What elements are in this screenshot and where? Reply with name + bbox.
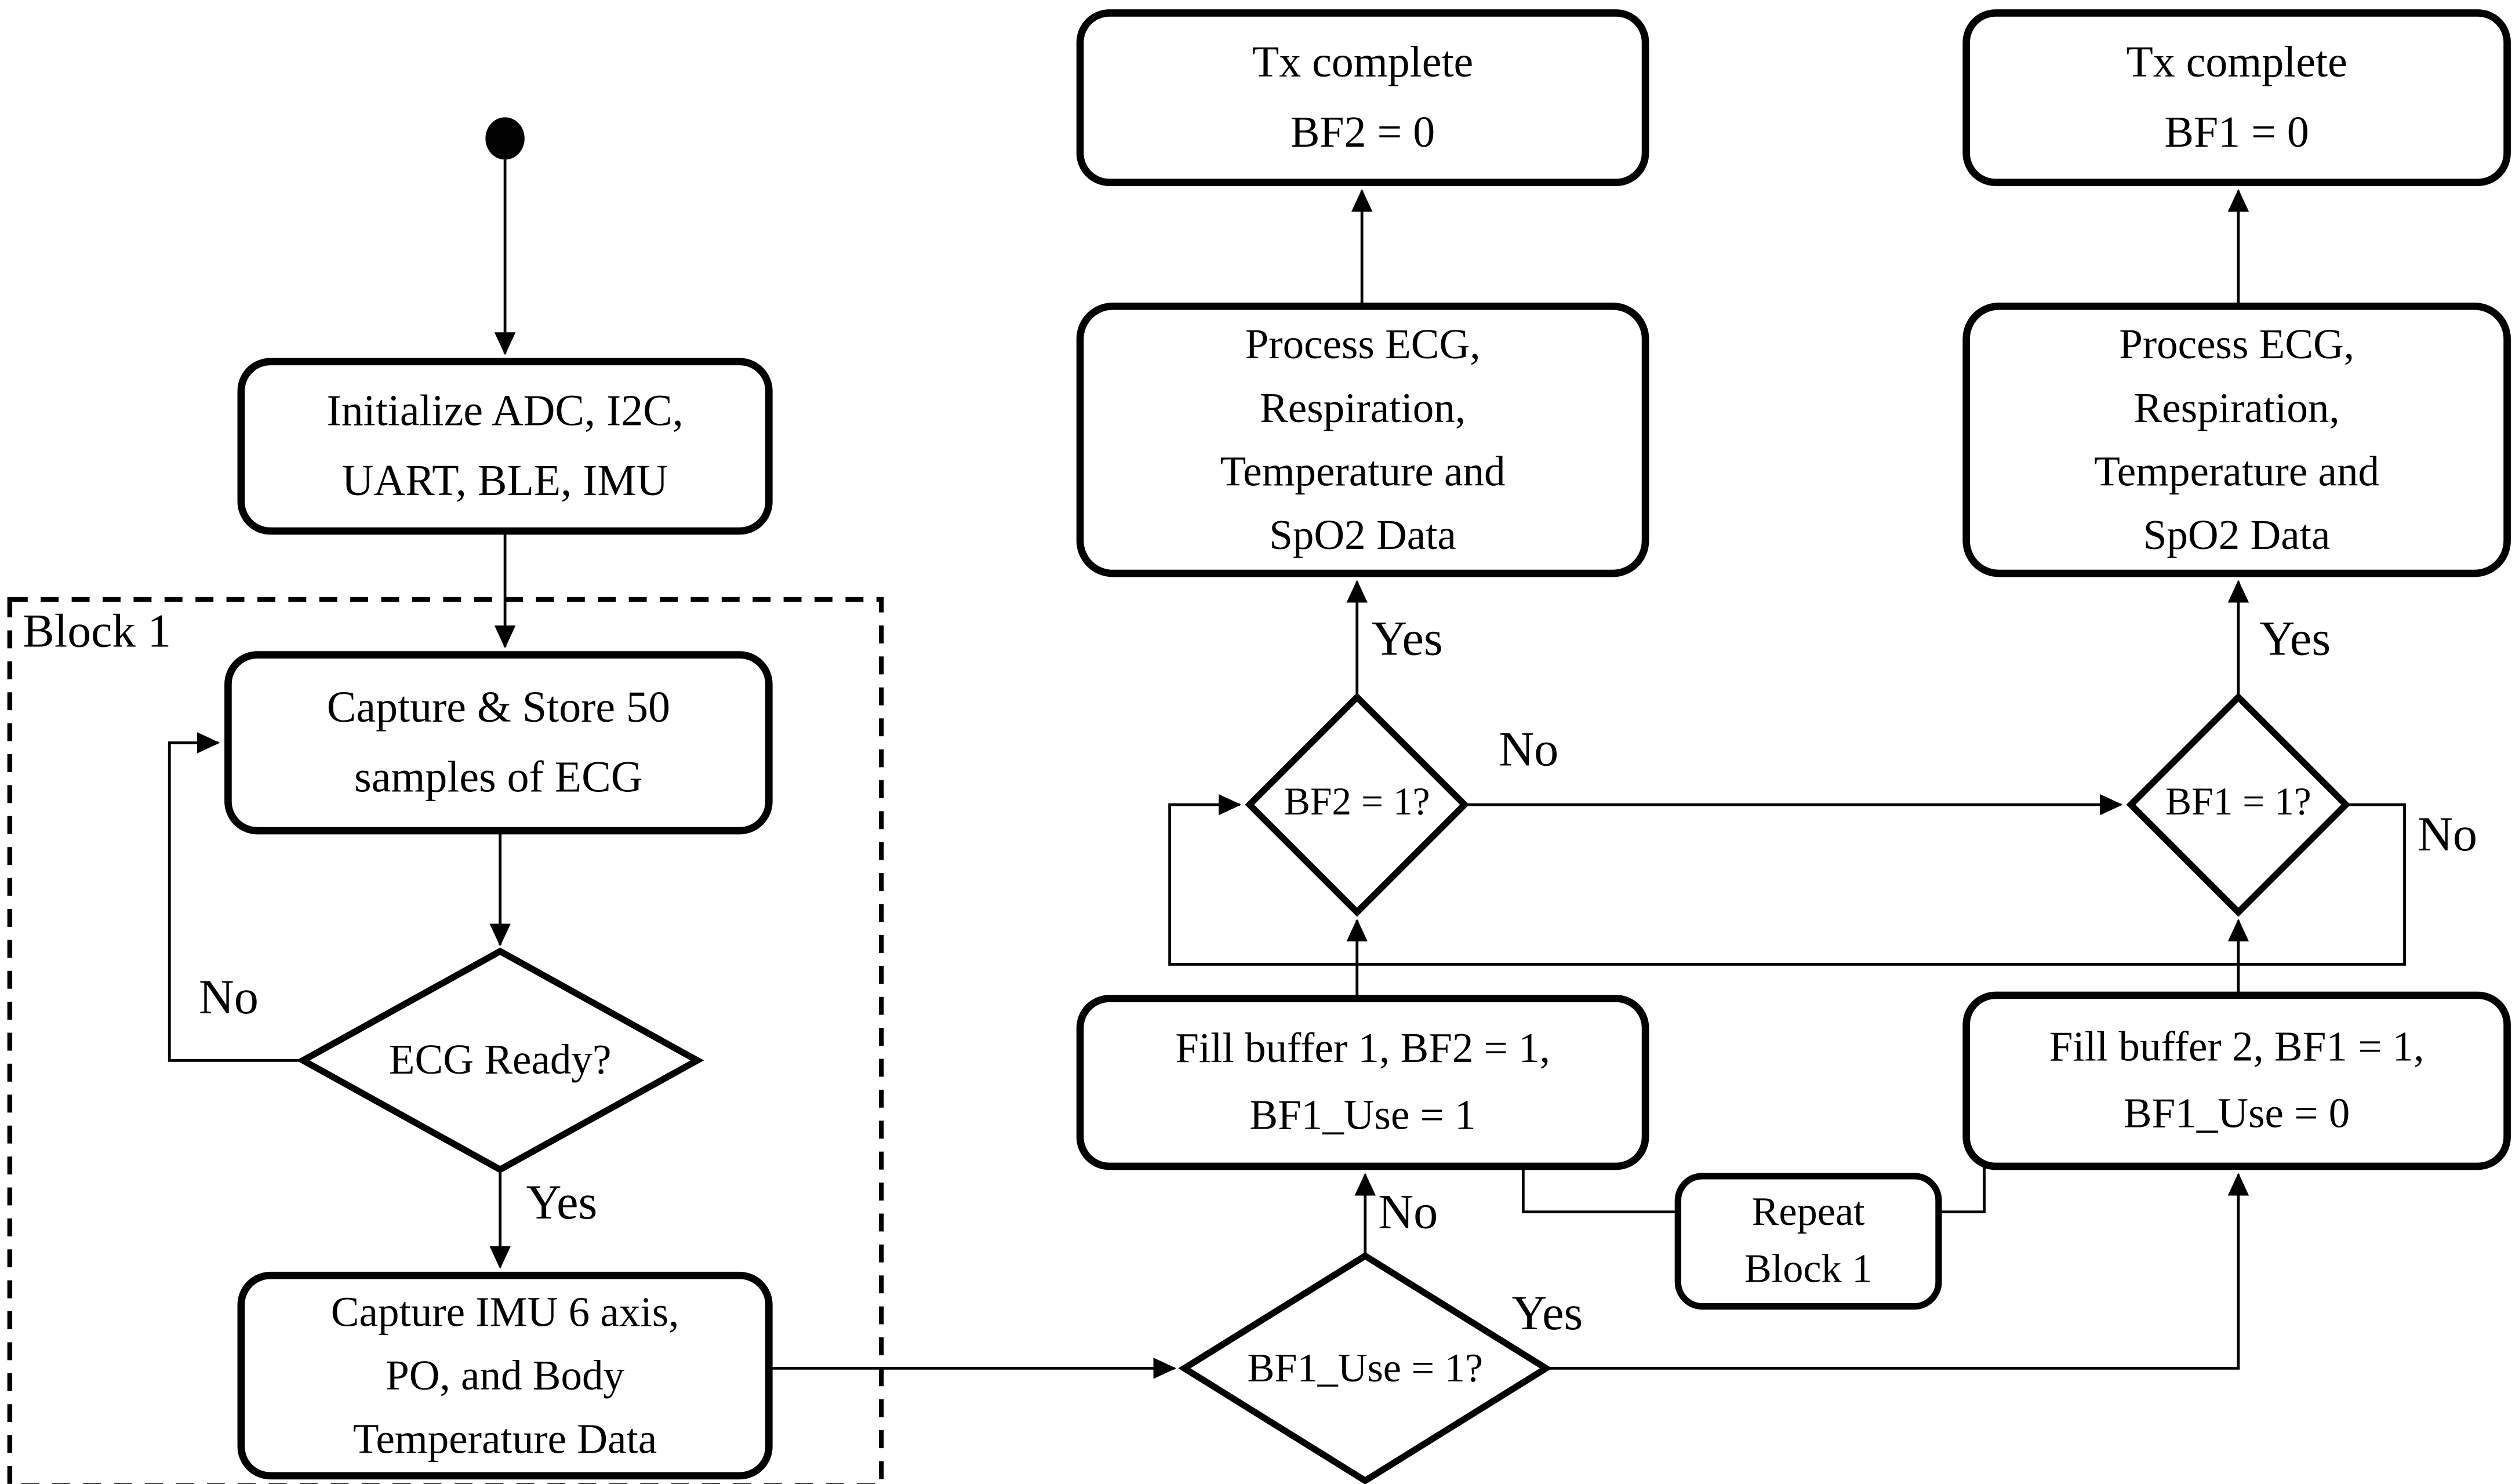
repeat-block1-box <box>1674 1173 1942 1310</box>
edge-bf1use-yes-to-fill2 <box>1546 1173 2249 1370</box>
edge-ecg-ready-no-loop <box>168 732 303 1062</box>
process-right-box <box>1962 302 2511 577</box>
edge-repeat-block1-to-fill2 <box>1942 1163 1986 1214</box>
tx-complete-bf1-box <box>1962 9 2511 187</box>
edge-bf1-no-return-to-bf2 <box>1168 794 2406 966</box>
capture-ecg-box <box>224 651 773 835</box>
capture-imu-box <box>237 1271 773 1480</box>
fill-buffer1-box <box>1076 995 1649 1170</box>
init-box <box>237 358 773 535</box>
process-left-box <box>1076 302 1649 577</box>
ecg-ready-diamond <box>296 947 704 1174</box>
tx-complete-bf2-box <box>1076 9 1649 187</box>
bf2-diamond <box>1245 692 1470 917</box>
bf1-diamond <box>2126 692 2351 917</box>
start-node <box>485 117 525 160</box>
fill-buffer2-box <box>1962 991 2511 1170</box>
block1-boundary <box>7 596 884 1484</box>
edge-fill1-to-repeat-block1 <box>1521 1166 1675 1214</box>
bf1use-diamond <box>1178 1252 1553 1484</box>
